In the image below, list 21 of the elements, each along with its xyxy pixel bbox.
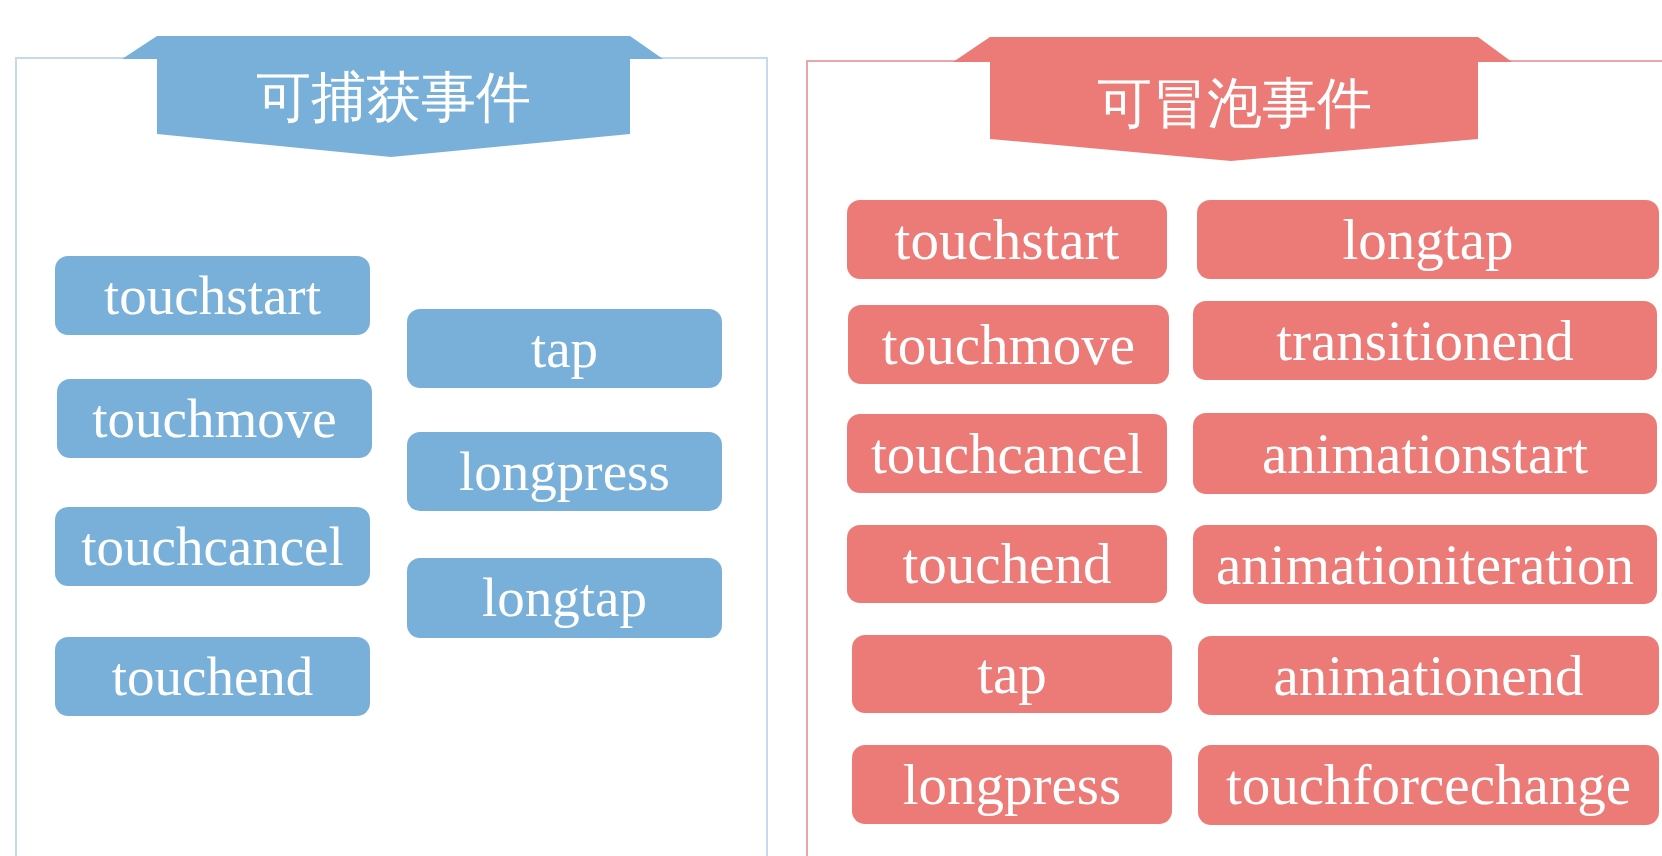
event-box: longpress [407, 432, 722, 511]
event-box: touchcancel [55, 507, 370, 586]
event-box: animationiteration [1193, 525, 1657, 604]
event-box: touchcancel [847, 414, 1167, 493]
panel-title: 可捕获事件 [255, 68, 532, 126]
event-box: longpress [852, 745, 1172, 824]
event-box: animationend [1198, 636, 1659, 715]
event-box: transitionend [1193, 301, 1657, 380]
event-box: longtap [1197, 200, 1659, 279]
event-box: touchend [55, 637, 370, 716]
event-box: touchforcechange [1198, 745, 1659, 825]
event-box: touchstart [847, 200, 1167, 279]
event-box: tap [407, 309, 722, 388]
event-box: touchstart [55, 256, 370, 335]
event-box: touchend [847, 525, 1167, 603]
event-box: touchmove [848, 305, 1169, 384]
event-box: animationstart [1193, 413, 1657, 494]
panel-title: 可冒泡事件 [1095, 74, 1373, 132]
event-box: tap [852, 635, 1172, 713]
event-box: touchmove [57, 379, 372, 458]
event-box: longtap [407, 558, 722, 638]
